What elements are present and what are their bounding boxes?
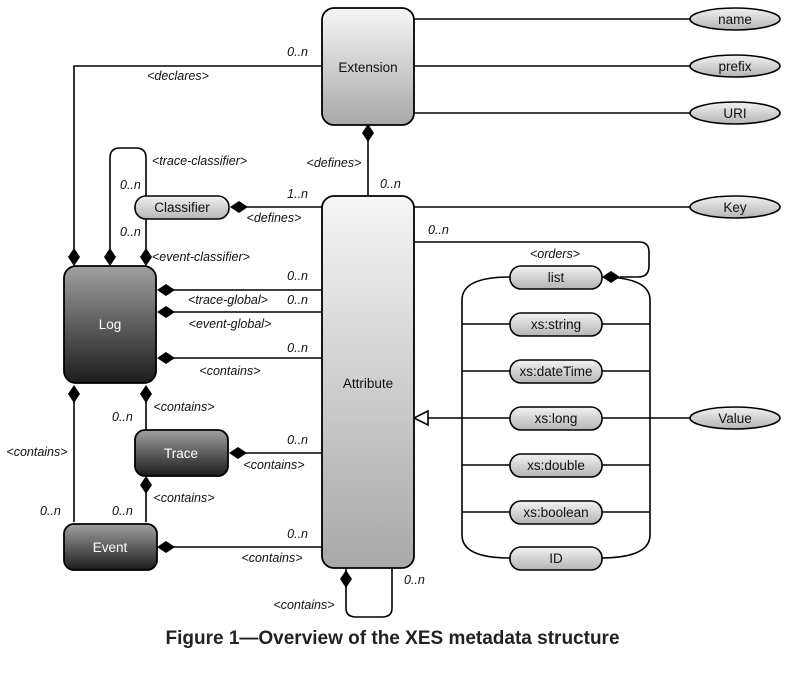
ellipse-key-label: Key xyxy=(723,200,747,215)
declares-label: <declares> xyxy=(147,69,209,83)
extension-box: Extension xyxy=(321,7,415,126)
event-global-label: <event-global> xyxy=(189,317,272,331)
type-double-label: xs:double xyxy=(527,458,585,473)
log-event-mult: 0..n xyxy=(40,504,61,518)
diamond-log-declares xyxy=(68,248,80,266)
event-attr-contains-label: <contains> xyxy=(241,551,302,565)
trace-box: Trace xyxy=(134,429,229,477)
log-event-contains-label: <contains> xyxy=(6,445,67,459)
log-label: Log xyxy=(99,317,122,332)
ellipse-prefix-label: prefix xyxy=(718,59,751,74)
association-diamonds xyxy=(68,124,620,588)
classifier-label: Classifier xyxy=(154,200,210,215)
diamond-log-contains-attr xyxy=(157,352,175,364)
attribute-label: Attribute xyxy=(343,376,393,391)
diamond-event-contains-attr xyxy=(157,541,175,553)
type-boolean-label: xs:boolean xyxy=(523,505,588,520)
diamond-trace-contains-attr xyxy=(229,447,247,459)
type-id: ID xyxy=(509,546,603,571)
diamond-attr-self xyxy=(340,570,352,588)
event-box: Event xyxy=(63,523,158,571)
attribute-box: Attribute xyxy=(321,195,415,569)
trace-attr-contains-label: <contains> xyxy=(243,458,304,472)
diamond-log-trace-classifier xyxy=(104,248,116,266)
diamond-log-contains-event xyxy=(68,385,80,403)
trace-event-mult: 0..n xyxy=(112,504,133,518)
ellipse-name: name xyxy=(689,7,781,31)
diamond-log-event-classifier xyxy=(140,248,152,266)
diamond-log-trace-global xyxy=(157,306,175,318)
trace-classifier-label: <trace-classifier> xyxy=(152,154,247,168)
log-box: Log xyxy=(63,265,157,384)
defines-cls-label: <defines> xyxy=(247,211,302,225)
log-trace-mult: 0..n xyxy=(112,410,133,424)
type-long: xs:long xyxy=(509,406,603,431)
trace-event-contains-label: <contains> xyxy=(153,491,214,505)
diamond-extension-defines xyxy=(362,124,374,142)
declares-mult: 0..n xyxy=(287,45,308,59)
ellipse-value: Value xyxy=(689,406,781,430)
type-id-label: ID xyxy=(549,551,563,566)
type-string: xs:string xyxy=(509,312,603,337)
diamond-log-attribute-1 xyxy=(157,284,175,296)
type-double: xs:double xyxy=(509,453,603,478)
ellipse-uri: URI xyxy=(689,101,781,125)
defines-ext-label: <defines> xyxy=(307,156,362,170)
attr-self-mult: 0..n xyxy=(404,573,425,587)
extension-label: Extension xyxy=(338,60,397,75)
trace-global-mult: 0..n xyxy=(287,293,308,307)
diamond-log-contains-trace xyxy=(140,385,152,403)
ellipse-key: Key xyxy=(689,195,781,219)
orders-label: <orders> xyxy=(530,247,580,261)
log-contains-attr-mult: 0..n xyxy=(287,341,308,355)
trace-attr-mult: 0..n xyxy=(287,433,308,447)
type-string-label: xs:string xyxy=(531,317,581,332)
event-classifier-mult: 0..n xyxy=(120,225,141,239)
generalization-arrow-icon xyxy=(412,409,429,427)
trace-label: Trace xyxy=(164,446,198,461)
classifier-box: Classifier xyxy=(134,195,230,220)
type-datetime: xs:dateTime xyxy=(509,359,603,384)
type-list-label: list xyxy=(548,270,565,285)
log-contains-attr-label: <contains> xyxy=(199,364,260,378)
figure-caption: Figure 1—Overview of the XES metadata st… xyxy=(165,628,620,649)
ellipse-uri-label: URI xyxy=(723,106,746,121)
diamond-list-orders xyxy=(602,271,620,283)
key-mult: 0..n xyxy=(428,223,449,237)
defines-cls-mult: 1..n xyxy=(287,187,308,201)
type-list: list xyxy=(509,265,603,290)
diamond-trace-contains-event xyxy=(140,476,152,494)
relationship-labels: 0..n <declares> <defines> 0..n <trace-cl… xyxy=(6,45,580,612)
type-boolean: xs:boolean xyxy=(509,500,603,525)
log-attr-mult: 0..n xyxy=(287,269,308,283)
xes-metadata-diagram: Extension Attribute Log Trace Event Clas… xyxy=(6,7,781,618)
ellipse-name-label: name xyxy=(718,12,752,27)
type-long-label: xs:long xyxy=(535,411,578,426)
diamond-classifier-defines xyxy=(230,201,248,213)
event-classifier-label: <event-classifier> xyxy=(152,250,250,264)
type-datetime-label: xs:dateTime xyxy=(519,364,592,379)
trace-global-label: <trace-global> xyxy=(188,293,268,307)
connector-lines xyxy=(73,18,690,618)
ellipse-value-label: Value xyxy=(718,411,752,426)
event-attr-mult: 0..n xyxy=(287,527,308,541)
ellipse-prefix: prefix xyxy=(689,54,781,78)
attr-self-contains-label: <contains> xyxy=(273,598,334,612)
defines-ext-mult: 0..n xyxy=(380,177,401,191)
event-label: Event xyxy=(93,540,128,555)
log-trace-contains-label: <contains> xyxy=(153,400,214,414)
trace-classifier-mult: 0..n xyxy=(120,178,141,192)
